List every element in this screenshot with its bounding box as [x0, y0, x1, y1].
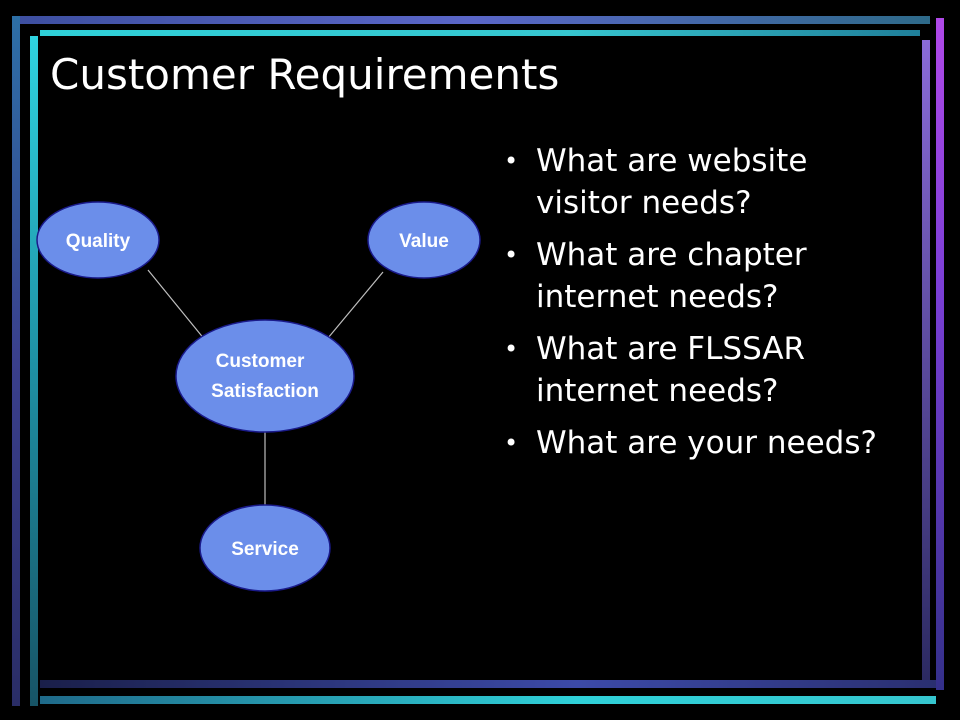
frame-bar-right-inner	[922, 40, 930, 680]
frame-bar-top-inner	[40, 30, 920, 36]
node-value-label: Value	[399, 231, 449, 252]
connector-value-customer	[327, 271, 384, 339]
bullet-item: • What are website visitor needs?	[500, 140, 880, 224]
connector-quality-customer	[147, 269, 206, 341]
node-quality-label: Quality	[66, 231, 131, 252]
bullet-dot-icon: •	[504, 147, 519, 175]
bullet-list: • What are website visitor needs? • What…	[500, 140, 880, 474]
bullet-text: What are your needs?	[536, 425, 877, 461]
node-value: Value	[367, 201, 481, 279]
bullet-text: What are FLSSAR internet needs?	[536, 331, 806, 409]
bullet-dot-icon: •	[504, 429, 519, 457]
frame-bar-bottom-outer	[40, 680, 936, 688]
bullet-item: • What are FLSSAR internet needs?	[500, 328, 880, 412]
frame-bar-top-outer	[12, 16, 930, 24]
frame-bar-right-outer	[936, 18, 944, 690]
node-service-label: Service	[231, 539, 299, 560]
bullet-item: • What are chapter internet needs?	[500, 234, 880, 318]
node-satisfaction-label: Satisfaction	[211, 381, 319, 402]
node-service: Service	[199, 504, 331, 592]
bullet-text: What are website visitor needs?	[536, 143, 808, 221]
node-quality: Quality	[36, 201, 160, 279]
bullet-item: • What are your needs?	[500, 422, 880, 464]
frame-bar-left-inner	[30, 36, 38, 706]
node-customer-satisfaction: Customer Satisfaction	[175, 319, 355, 433]
bullet-dot-icon: •	[504, 335, 519, 363]
node-customer-label: Customer	[216, 351, 305, 372]
bullet-dot-icon: •	[504, 241, 519, 269]
frame-bar-bottom-inner	[40, 696, 936, 704]
bullet-text: What are chapter internet needs?	[536, 237, 807, 315]
frame-bar-left-outer	[12, 16, 20, 706]
slide-title: Customer Requirements	[50, 50, 560, 99]
